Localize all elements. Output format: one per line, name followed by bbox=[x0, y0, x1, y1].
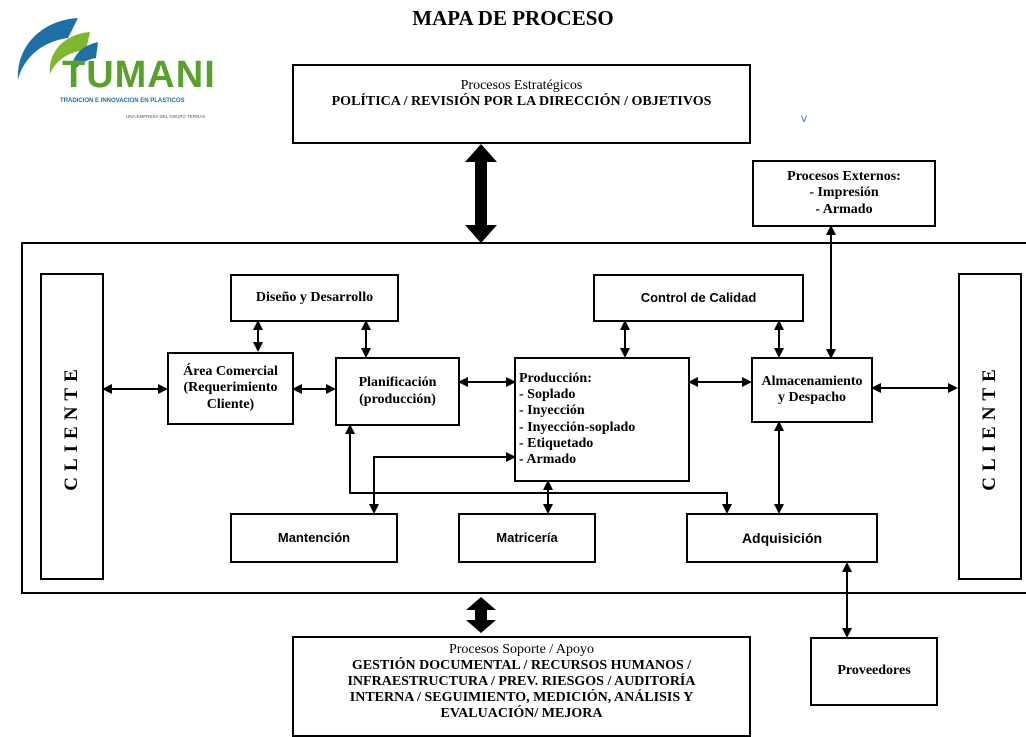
page-title: MAPA DE PROCESO bbox=[412, 6, 614, 30]
storage-line: Almacenamiento bbox=[761, 373, 863, 389]
company-logo: TUMANI TRADICION E INNOVACION EN PLASTIC… bbox=[8, 10, 248, 122]
logo-emblem bbox=[17, 18, 98, 80]
logo-subtagline: UNA EMPRESA DEL GRUPO TERRAS bbox=[126, 114, 206, 119]
client-right-box: CLIENTE bbox=[958, 273, 1022, 580]
maintenance-box: Mantención bbox=[230, 513, 398, 563]
support-line: GESTIÓN DOCUMENTAL / RECURSOS HUMANOS / bbox=[351, 658, 692, 674]
tooling-label: Matricería bbox=[496, 529, 558, 545]
production-item: - Etiquetado bbox=[519, 435, 594, 451]
support-line: INFRAESTRUCTURA / PREV. RIESGOS / AUDITO… bbox=[347, 674, 696, 690]
stray-mark: v bbox=[801, 111, 807, 125]
strategic-processes-box: Procesos Estratégicos POLÍTICA / REVISIÓ… bbox=[292, 64, 751, 144]
strategic-line: POLÍTICA / REVISIÓN POR LA DIRECCIÓN / O… bbox=[331, 94, 712, 110]
external-processes-box: Procesos Externos: - Impresión - Armado bbox=[752, 160, 936, 227]
storage-line: y Despacho bbox=[777, 390, 847, 405]
thick-double-arrow-support bbox=[466, 597, 496, 633]
quality-control-box: Control de Calidad bbox=[593, 274, 804, 322]
support-line: EVALUACIÓN/ MEJORA bbox=[440, 706, 603, 722]
maintenance-label: Mantención bbox=[277, 529, 351, 545]
planning-box: Planificación (producción) bbox=[335, 357, 460, 426]
production-item: - Soplado bbox=[519, 387, 576, 403]
client-left-label: CLIENTE bbox=[61, 362, 82, 491]
acquisition-label: Adquisición bbox=[741, 529, 823, 546]
commercial-line: (Requerimiento bbox=[183, 380, 278, 396]
client-left-box: CLIENTE bbox=[40, 273, 104, 580]
production-item: - Armado bbox=[519, 451, 577, 467]
thick-double-arrow-strategic bbox=[465, 144, 497, 243]
quality-label: Control de Calidad bbox=[640, 289, 757, 305]
production-item: - Inyección-soplado bbox=[519, 419, 636, 435]
support-processes-box: Procesos Soporte / Apoyo GESTIÓN DOCUMEN… bbox=[292, 636, 751, 737]
external-item: - Impresión bbox=[809, 185, 879, 201]
external-heading: Procesos Externos: bbox=[787, 169, 901, 185]
external-item: - Armado bbox=[815, 201, 873, 217]
commercial-line: Cliente) bbox=[206, 396, 255, 412]
acquisition-box: Adquisición bbox=[686, 513, 878, 563]
design-development-box: Diseño y Desarrollo bbox=[230, 274, 399, 322]
suppliers-box: Proveedores bbox=[810, 637, 938, 706]
storage-dispatch-box: Almacenamiento y Despacho bbox=[751, 357, 873, 423]
design-label: Diseño y Desarrollo bbox=[255, 289, 374, 305]
suppliers-label: Proveedores bbox=[837, 663, 911, 679]
commercial-area-box: Área Comercial (Requerimiento Cliente) bbox=[167, 352, 294, 425]
logo-tagline: TRADICION E INNOVACION EN PLASTICOS bbox=[60, 98, 185, 104]
main-frame bbox=[21, 242, 1026, 594]
support-heading: Procesos Soporte / Apoyo bbox=[448, 642, 595, 657]
planning-line: Planificación bbox=[358, 375, 437, 391]
planning-line: (producción) bbox=[359, 391, 436, 407]
strategic-heading: Procesos Estratégicos bbox=[460, 78, 583, 93]
tooling-box: Matricería bbox=[458, 513, 596, 563]
production-box: Producción: - Soplado - Inyección - Inye… bbox=[514, 357, 690, 482]
logo-wordmark: TUMANI bbox=[62, 54, 216, 96]
client-right-label: CLIENTE bbox=[979, 362, 1000, 491]
support-line: INTERNA / SEGUIMIENTO, MEDICIÓN, ANÁLISI… bbox=[349, 690, 694, 706]
production-heading: Producción: bbox=[519, 371, 592, 387]
arrow-maintenance-production bbox=[369, 452, 516, 514]
commercial-line: Área Comercial bbox=[183, 364, 278, 380]
production-item: - Inyección bbox=[519, 403, 585, 419]
arrow-planning-acquisition bbox=[345, 424, 732, 514]
